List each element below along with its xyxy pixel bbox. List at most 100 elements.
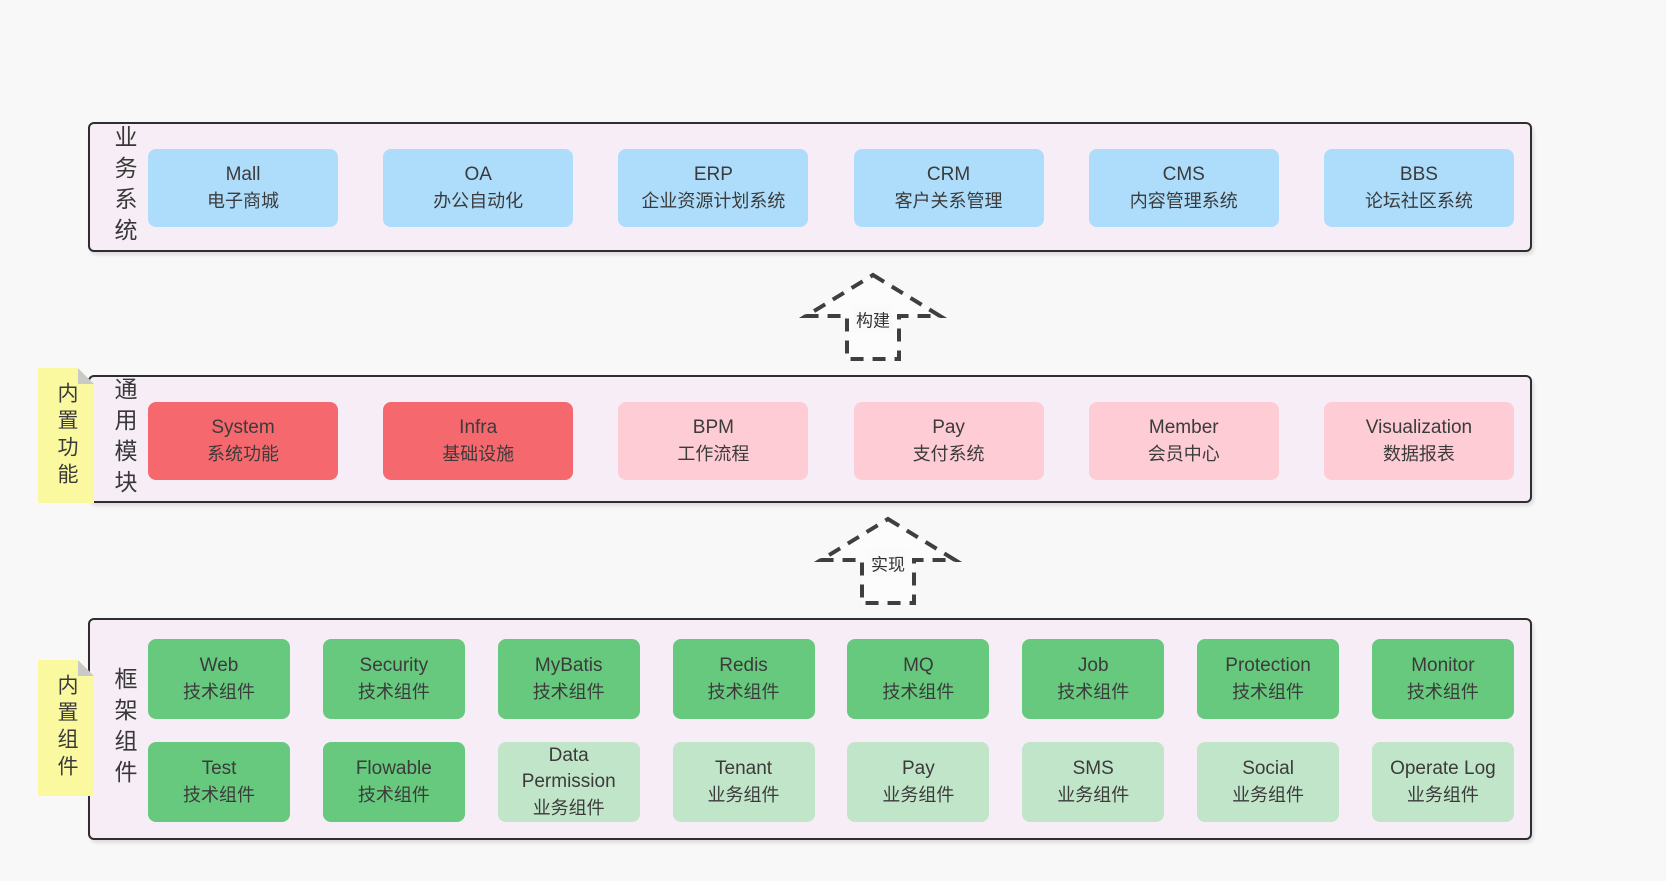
box-subtitle: 基础设施 xyxy=(442,443,515,464)
box-infra: Infra 基础设施 xyxy=(383,402,574,480)
box-subtitle: 技术组件 xyxy=(357,784,430,805)
box-monitor: Monitor 技术组件 xyxy=(1371,639,1514,719)
arrow-build-label: 构建 xyxy=(853,305,893,333)
box-subtitle: 技术组件 xyxy=(183,784,255,805)
box-pay: Pay 支付系统 xyxy=(853,402,1044,480)
band-business-systems: 业务系统 Mall 电子商城 OA 办公自动化 ERP 企业资源计划系统 CRM… xyxy=(88,122,1532,252)
box-redis: Redis 技术组件 xyxy=(672,639,815,719)
band-label-business-systems: 业务系统 xyxy=(111,125,137,249)
box-data-permission: Data Permission 业务组件 xyxy=(497,742,640,822)
sticky-note-text: 内置功能 xyxy=(55,381,78,490)
box-cms: CMS 内容管理系统 xyxy=(1088,149,1279,227)
box-mq: MQ 技术组件 xyxy=(847,639,990,719)
box-oa: OA 办公自动化 xyxy=(383,149,574,227)
box-subtitle: 业务组件 xyxy=(882,784,955,805)
band-label-common-modules: 通用模块 xyxy=(111,377,137,501)
arrow-build: 构建 xyxy=(798,271,948,363)
box-subtitle: 业务组件 xyxy=(532,798,605,818)
box-crm: CRM 客户关系管理 xyxy=(853,149,1044,227)
box-subtitle: 技术组件 xyxy=(1232,681,1305,702)
arrow-implement-label: 实现 xyxy=(868,549,908,577)
box-title: Test xyxy=(201,758,237,780)
band-common-modules: 通用模块 System 系统功能 Infra 基础设施 BPM 工作流程 Pay… xyxy=(88,375,1532,503)
box-flowable: Flowable 技术组件 xyxy=(322,742,465,822)
box-title: BBS xyxy=(1399,164,1438,186)
box-title: Pay xyxy=(902,758,935,780)
box-operate-log: Operate Log 业务组件 xyxy=(1371,742,1514,822)
box-subtitle: 支付系统 xyxy=(912,443,985,464)
box-test: Test 技术组件 xyxy=(148,742,290,822)
box-title: Job xyxy=(1077,655,1109,677)
box-mybatis: MyBatis 技术组件 xyxy=(497,639,640,719)
box-erp: ERP 企业资源计划系统 xyxy=(618,149,809,227)
box-protection: Protection 技术组件 xyxy=(1197,639,1340,719)
box-title: Social xyxy=(1242,758,1294,780)
box-title: BPM xyxy=(692,417,734,439)
box-mall: Mall 电子商城 xyxy=(148,149,338,227)
box-title: SMS xyxy=(1072,758,1114,780)
box-subtitle: 业务组件 xyxy=(1232,784,1305,805)
box-pay-biz: Pay 业务组件 xyxy=(847,742,990,822)
framework-components-row-1: Web 技术组件 Security 技术组件 MyBatis 技术组件 Redi… xyxy=(148,639,1514,719)
box-title: System xyxy=(211,417,275,439)
common-modules-row: System 系统功能 Infra 基础设施 BPM 工作流程 Pay 支付系统… xyxy=(148,402,1514,480)
box-title: MyBatis xyxy=(534,655,603,677)
sticky-note-text: 内置组件 xyxy=(55,674,78,782)
box-title: CRM xyxy=(926,164,971,186)
box-subtitle: 系统功能 xyxy=(207,443,279,464)
box-subtitle: 业务组件 xyxy=(707,784,780,805)
box-subtitle: 技术组件 xyxy=(1057,681,1130,702)
box-title: Mall xyxy=(225,164,261,186)
box-subtitle: 技术组件 xyxy=(532,681,605,702)
box-subtitle: 内容管理系统 xyxy=(1129,190,1238,211)
sticky-note-built-in-components: 内置组件 xyxy=(38,660,94,796)
box-title: Tenant xyxy=(715,758,773,780)
sticky-note-built-in-features: 内置功能 xyxy=(38,368,94,503)
box-title: OA xyxy=(464,164,492,186)
box-title: MQ xyxy=(903,655,934,677)
box-subtitle: 技术组件 xyxy=(1406,681,1479,702)
box-subtitle: 技术组件 xyxy=(357,681,430,702)
box-title: Web xyxy=(199,655,239,677)
box-title: CMS xyxy=(1162,164,1205,186)
box-title: Monitor xyxy=(1411,655,1475,677)
box-title: Data Permission xyxy=(521,744,616,793)
band-framework-components: 框架组件 Web 技术组件 Security 技术组件 MyBatis 技术组件… xyxy=(88,618,1532,840)
box-bpm: BPM 工作流程 xyxy=(618,402,809,480)
box-title: Visualization xyxy=(1365,417,1473,439)
box-title: Security xyxy=(359,655,429,677)
box-title: Operate Log xyxy=(1390,758,1496,780)
box-title: Member xyxy=(1148,417,1219,439)
box-subtitle: 客户关系管理 xyxy=(894,190,1003,211)
box-title: Pay xyxy=(932,417,965,439)
box-subtitle: 论坛社区系统 xyxy=(1364,190,1473,211)
box-tenant: Tenant 业务组件 xyxy=(672,742,815,822)
box-subtitle: 技术组件 xyxy=(707,681,780,702)
arrow-implement: 实现 xyxy=(813,515,963,607)
box-title: Protection xyxy=(1225,655,1311,677)
box-visualization: Visualization 数据报表 xyxy=(1323,402,1514,480)
box-subtitle: 数据报表 xyxy=(1382,443,1455,464)
business-systems-row: Mall 电子商城 OA 办公自动化 ERP 企业资源计划系统 CRM 客户关系… xyxy=(148,149,1514,227)
box-sms: SMS 业务组件 xyxy=(1022,742,1165,822)
box-subtitle: 技术组件 xyxy=(882,681,955,702)
box-subtitle: 企业资源计划系统 xyxy=(641,190,786,211)
box-subtitle: 工作流程 xyxy=(677,443,750,464)
box-subtitle: 技术组件 xyxy=(183,681,255,702)
box-social: Social 业务组件 xyxy=(1197,742,1340,822)
box-title: Flowable xyxy=(355,758,432,780)
box-title: Infra xyxy=(459,417,498,439)
box-security: Security 技术组件 xyxy=(322,639,465,719)
band-label-framework-components: 框架组件 xyxy=(111,667,137,791)
box-system: System 系统功能 xyxy=(148,402,338,480)
box-subtitle: 业务组件 xyxy=(1057,784,1130,805)
box-job: Job 技术组件 xyxy=(1022,639,1165,719)
box-web: Web 技术组件 xyxy=(148,639,290,719)
box-subtitle: 业务组件 xyxy=(1406,784,1479,805)
framework-components-row-2: Test 技术组件 Flowable 技术组件 Data Permission … xyxy=(148,742,1514,822)
box-member: Member 会员中心 xyxy=(1088,402,1279,480)
box-title: ERP xyxy=(693,164,733,186)
box-bbs: BBS 论坛社区系统 xyxy=(1323,149,1514,227)
box-subtitle: 会员中心 xyxy=(1147,443,1220,464)
box-subtitle: 办公自动化 xyxy=(433,190,524,211)
